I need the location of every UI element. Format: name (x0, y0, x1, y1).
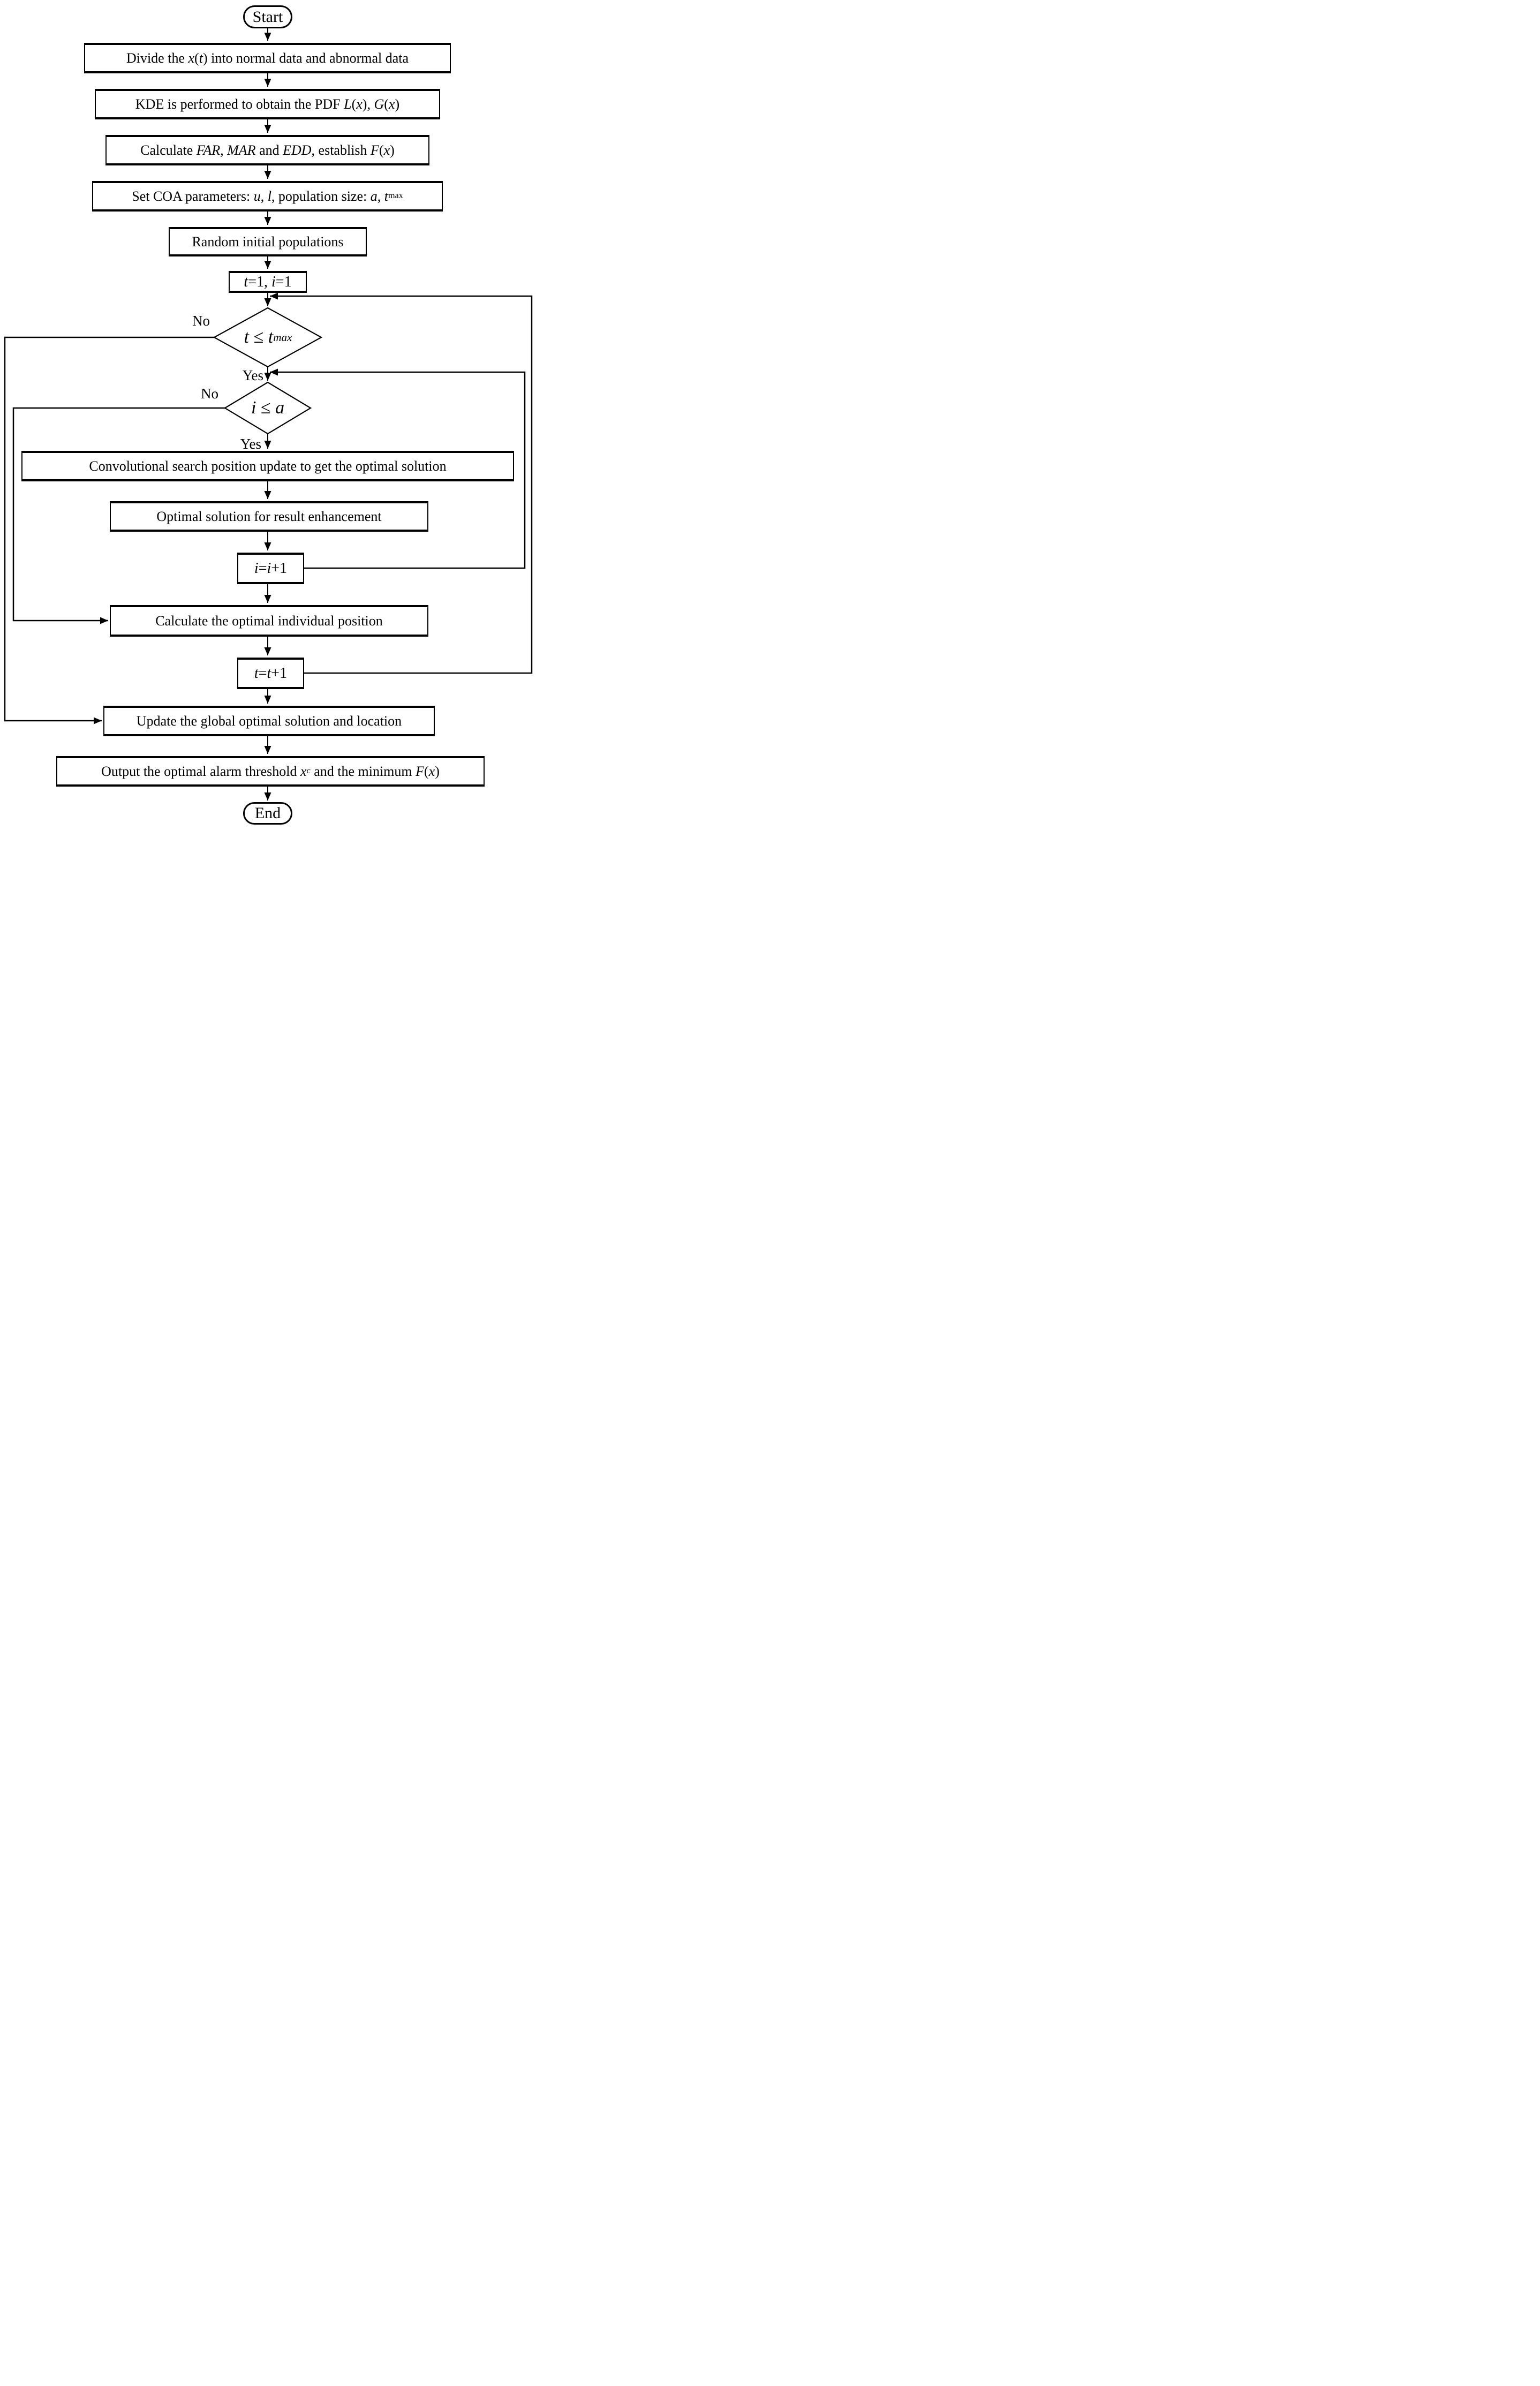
var-t: t (268, 327, 274, 347)
var-FAR: FAR (196, 142, 221, 158)
node-calc-far-mar-edd: Calculate FAR, MAR and EDD, establish F(… (105, 135, 429, 165)
text: ) (390, 142, 395, 158)
text: and the minimum (310, 763, 416, 779)
text: KDE is performed to obtain the PDF (135, 96, 344, 112)
node-init-t-i: t=1, i=1 (229, 271, 307, 293)
label-cond-i-no: No (201, 386, 218, 402)
text: and (255, 142, 283, 158)
text: , (377, 188, 384, 204)
text: ), (362, 96, 374, 112)
node-convolutional-search: Convolutional search position update to … (21, 451, 514, 481)
text: +1 (271, 665, 288, 682)
text: Output the optimal alarm threshold (101, 763, 300, 779)
label-cond-i-yes: Yes (240, 436, 261, 452)
var-l: l (267, 188, 271, 204)
end-label: End (254, 804, 281, 822)
text: ( (194, 50, 199, 66)
text: , (220, 142, 228, 158)
var-x: x (356, 96, 363, 112)
var-a: a (370, 188, 378, 204)
var-i: i (267, 560, 271, 577)
text: Convolutional search position update to … (89, 458, 447, 474)
label-cond-t-no: No (192, 313, 210, 329)
text: =1, (248, 273, 271, 290)
node-update-global-optimal: Update the global optimal solution and l… (103, 706, 435, 736)
var-x: x (428, 763, 435, 779)
text: +1 (271, 560, 288, 577)
node-end: End (243, 802, 292, 825)
var-F: F (371, 142, 379, 158)
text: Optimal solution for result enhancement (156, 508, 382, 524)
text: ( (379, 142, 384, 158)
var-t: t (384, 188, 389, 204)
flowchart: Start Divide the x(t) into normal data a… (0, 0, 535, 830)
text: Calculate (140, 142, 197, 158)
text: Random initial populations (192, 233, 344, 250)
var-t: t (267, 665, 271, 682)
var-G: G (374, 96, 384, 112)
text: = (258, 560, 267, 577)
text: Calculate the optimal individual positio… (155, 613, 383, 629)
text: , population size: (271, 188, 371, 204)
var-u: u (253, 188, 261, 204)
text: =1 (275, 273, 292, 290)
loop-inc-i-return (270, 368, 526, 569)
text: ( (384, 96, 389, 112)
var-i: i (251, 398, 256, 418)
node-result-enhancement: Optimal solution for result enhancement (110, 501, 428, 532)
node-increment-t: t=t+1 (237, 658, 304, 689)
text: ) (395, 96, 400, 112)
edge-cond-i-no-to-calc-pos (12, 407, 225, 624)
text: ) into normal data and abnormal data (202, 50, 409, 66)
diamond-cond-t (213, 307, 323, 368)
edge-cond-t-no-to-update (4, 336, 214, 724)
node-increment-i: i=i+1 (237, 553, 304, 584)
node-start: Start (243, 5, 292, 28)
var-t: t (254, 665, 259, 682)
sub-max: max (273, 330, 292, 344)
var-MAR: MAR (227, 142, 256, 158)
var-i: i (271, 273, 276, 290)
var-x: x (383, 142, 390, 158)
var-t: t (244, 273, 248, 290)
cond-i-label: i ≤ a (230, 394, 305, 422)
text: ( (424, 763, 429, 779)
var-x: x (300, 763, 307, 779)
var-t: t (244, 327, 250, 347)
var-a: a (275, 398, 285, 418)
node-random-populations: Random initial populations (169, 227, 367, 256)
text: Update the global optimal solution and l… (136, 713, 402, 729)
leq-symbol: ≤ (256, 398, 276, 418)
var-t: t (199, 50, 203, 66)
text: = (258, 665, 267, 682)
sub-c: c (306, 766, 311, 776)
diamond-cond-i (223, 381, 312, 435)
loop-inc-t-return (270, 292, 533, 674)
label-cond-t-yes: Yes (242, 367, 263, 383)
text: , (260, 188, 268, 204)
var-EDD: EDD (283, 142, 312, 158)
leq-symbol: ≤ (249, 327, 268, 347)
var-i: i (254, 560, 259, 577)
node-kde: KDE is performed to obtain the PDF L(x),… (95, 89, 440, 119)
connector-layer (4, 28, 533, 801)
start-label: Start (252, 7, 283, 26)
text: Divide the (126, 50, 188, 66)
sub-max: max (388, 191, 403, 201)
node-set-coa-params: Set COA parameters: u, l, population siz… (92, 181, 443, 212)
text: , establish (311, 142, 371, 158)
var-F: F (416, 763, 424, 779)
text: ) (435, 763, 440, 779)
text: Set COA parameters: (132, 188, 254, 204)
text: ( (351, 96, 357, 112)
var-L: L (344, 96, 352, 112)
node-calc-individual-position: Calculate the optimal individual positio… (110, 605, 428, 637)
node-divide-data: Divide the x(t) into normal data and abn… (84, 43, 451, 73)
var-x: x (388, 96, 395, 112)
var-x: x (188, 50, 195, 66)
